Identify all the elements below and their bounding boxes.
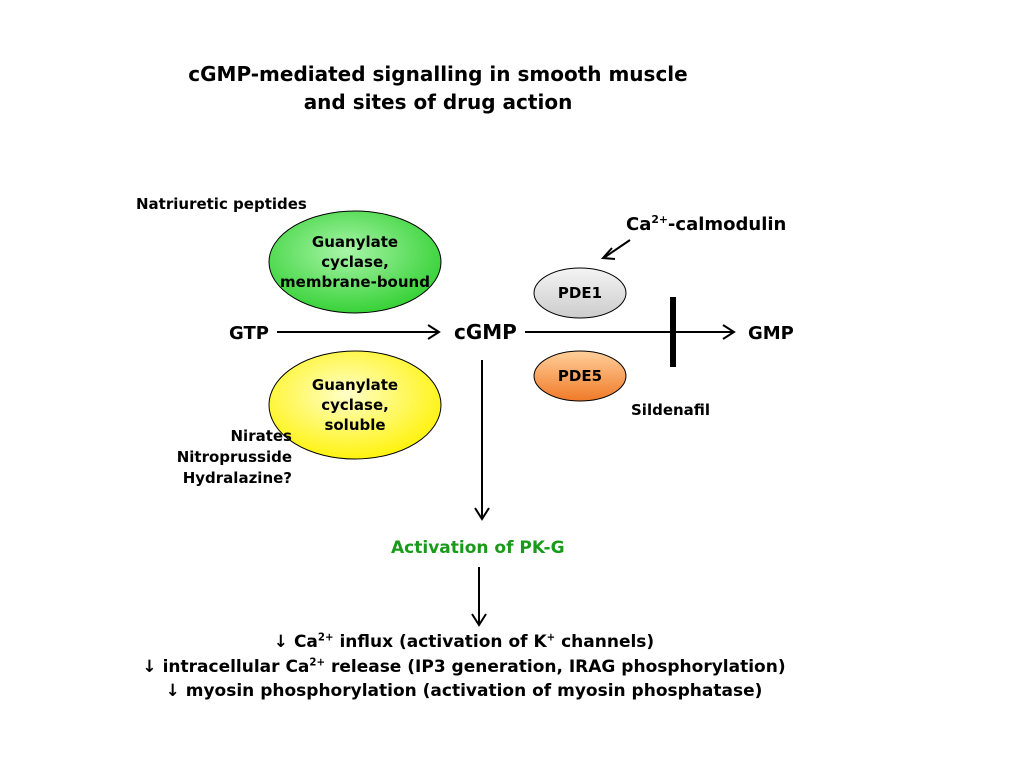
cgmp-to-pkg-arrow [474,360,490,521]
effect-text: channels) [555,632,655,652]
gc-soluble-line-3: soluble [324,416,386,434]
calmodulin-suffix: -calmodulin [667,214,787,235]
gc-membrane-line-1: Guanylate [311,233,399,251]
calmodulin-prefix: Ca [626,214,652,235]
gc-soluble-line-1: Guanylate [311,376,399,394]
down-arrow-icon: ↓ [273,632,289,652]
effect-sup: 2+ [317,632,334,644]
pde1-label: PDE1 [557,284,603,302]
down-arrow-icon: ↓ [142,656,157,677]
cgmp-label: cGMP [454,320,517,344]
guanylate-cyclase-soluble-label: Guanylate cyclase, soluble [269,351,441,459]
effect-ca-influx: ↓ Ca2+ influx (activation of K+ channels… [0,630,928,655]
pde5-label: PDE5 [557,367,603,385]
effect-text: Ca [293,632,318,652]
page-title: cGMP-mediated signalling in smooth muscl… [0,60,876,116]
effects-list: ↓ Ca2+ influx (activation of K+ channels… [0,630,928,704]
calmodulin-label: Ca2+-calmodulin [626,214,786,235]
pkg-activation-label: Activation of PK-G [391,538,565,558]
title-line-2: and sites of drug action [303,90,573,114]
guanylate-cyclase-soluble-ellipse [268,350,442,460]
down-arrow-icon: ↓ [165,681,180,701]
sildenafil-block-bar [670,297,676,367]
title-line-1: cGMP-mediated signalling in smooth muscl… [188,62,688,86]
nitrovasodilators-label: Nirates Nitroprusside Hydralazine? [150,426,292,489]
cgmp-to-gmp-arrow [525,324,736,340]
hydralazine-label: Hydralazine? [182,469,292,487]
gtp-label: GTP [229,323,269,344]
effect-intracellular-ca-release: ↓ intracellular Ca2+ release (IP3 genera… [0,655,928,680]
effect-text: intracellular Ca [162,656,310,677]
calmodulin-arrow [600,239,631,260]
effect-myosin-phosphorylation: ↓ myosin phosphorylation (activation of … [0,679,928,704]
gc-membrane-line-3: membrane-bound [280,273,430,291]
gtp-to-cgmp-arrow [277,324,441,340]
natriuretic-peptides-label: Natriuretic peptides [136,195,307,213]
guanylate-cyclase-membrane-label: Guanylate cyclase, membrane-bound [269,211,441,313]
gc-soluble-line-2: cyclase, [321,396,389,414]
guanylate-cyclase-membrane-ellipse [268,210,442,314]
effect-text: release (IP3 generation, IRAG phosphoryl… [325,656,786,677]
calmodulin-sup: 2+ [651,213,668,226]
effect-text: influx (activation of K [333,632,547,652]
pde1-ellipse [533,267,627,319]
pde5-ellipse [533,350,627,402]
effect-text: myosin phosphorylation (activation of my… [185,681,763,701]
effect-sup: + [546,632,556,644]
nitroprusside-label: Nitroprusside [176,448,292,466]
pkg-to-effects-arrow [471,567,487,627]
sildenafil-label: Sildenafil [631,401,711,419]
nitrates-label: Nirates [230,427,293,445]
gc-membrane-line-2: cyclase, [321,253,389,271]
effect-sup: 2+ [309,656,326,668]
gmp-label: GMP [748,323,794,344]
